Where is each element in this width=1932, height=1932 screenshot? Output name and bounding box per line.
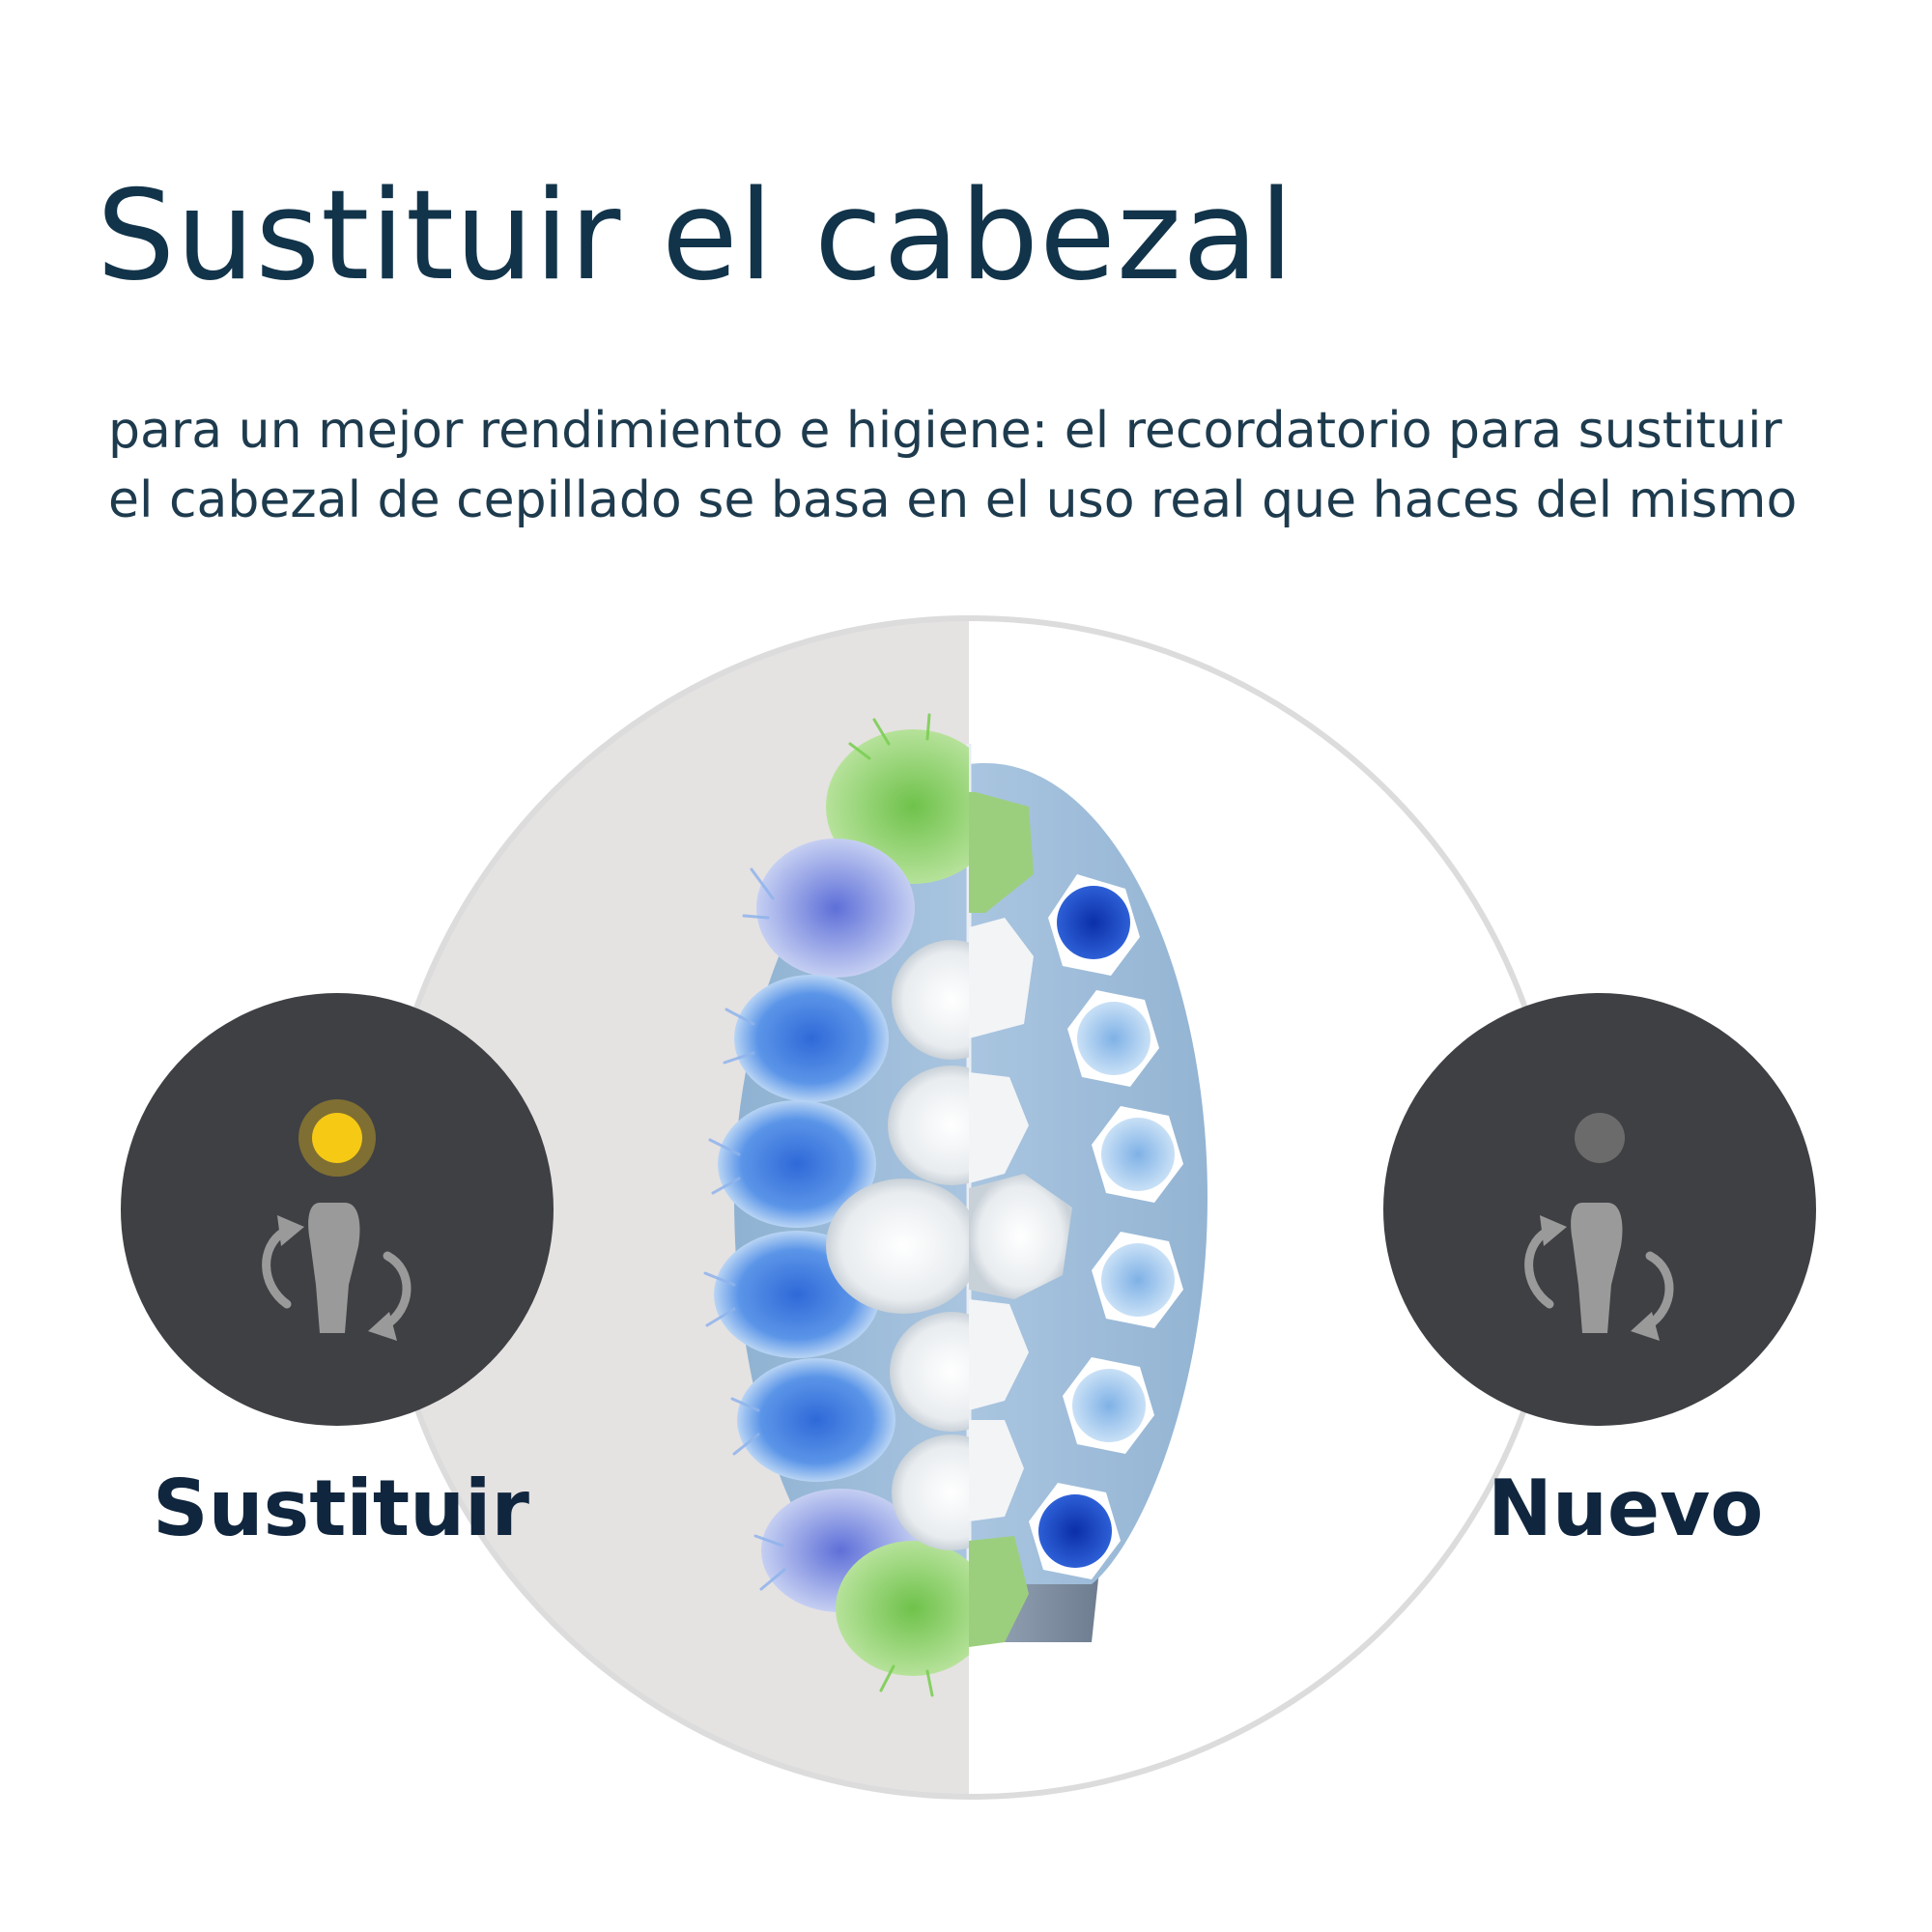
tuft-dark-blue-top-new: [1057, 886, 1130, 959]
tuft-green-bottom-new: [969, 1536, 1029, 1647]
subtitle-line-2: el cabezal de cepillado se basa en el us…: [108, 471, 1798, 529]
tuft-blue-worn-4: [737, 1358, 895, 1482]
tuft-white-new-4: [969, 1420, 1024, 1521]
tuft-blue-worn-1: [734, 975, 889, 1102]
tuft-white-center-worn: [826, 1179, 969, 1314]
indicator-replace: [121, 993, 554, 1426]
tuft-light-blue-new-3: [1101, 1243, 1175, 1317]
tuft-light-blue-new-2: [1101, 1118, 1175, 1191]
worn-bristles: [703, 713, 969, 1697]
indicator-new: [1383, 993, 1816, 1426]
tuft-white-worn-3: [890, 1312, 969, 1432]
indicator-new-label: Nuevo: [1488, 1463, 1764, 1553]
tuft-white-new-3: [969, 1299, 1029, 1410]
tuft-white-worn-1: [892, 940, 969, 1060]
tuft-white-worn-4: [892, 1435, 969, 1550]
tuft-blue-worn-2: [718, 1100, 876, 1228]
indicator-replace-label: Sustituir: [153, 1463, 529, 1553]
new-bristles: [969, 792, 1183, 1647]
tuft-white-new-1: [969, 918, 1034, 1038]
page-subtitle: para un mejor rendimiento e higiene: el …: [108, 396, 1866, 535]
tuft-purple-top-worn: [756, 838, 915, 978]
brush-head-replace-icon: [262, 1203, 412, 1341]
tuft-green-top-new: [969, 792, 1034, 913]
brush-head: [703, 713, 1208, 1697]
tuft-dark-blue-bottom-new: [1038, 1494, 1112, 1568]
indicator-light-on: [312, 1113, 362, 1163]
subtitle-line-1: para un mejor rendimiento e higiene: el …: [108, 402, 1782, 460]
tuft-white-center-new: [969, 1174, 1072, 1299]
brush-head-replace-icon: [1524, 1203, 1674, 1341]
tuft-white-new-2: [969, 1072, 1029, 1183]
tuft-green-bottom-worn: [836, 1541, 969, 1676]
tuft-white-worn-2: [888, 1065, 969, 1185]
page-title: Sustituir el cabezal: [97, 164, 1294, 308]
indicator-light-off: [1575, 1113, 1625, 1163]
tuft-light-blue-new-1: [1077, 1002, 1151, 1075]
tuft-light-blue-new-4: [1072, 1369, 1146, 1442]
